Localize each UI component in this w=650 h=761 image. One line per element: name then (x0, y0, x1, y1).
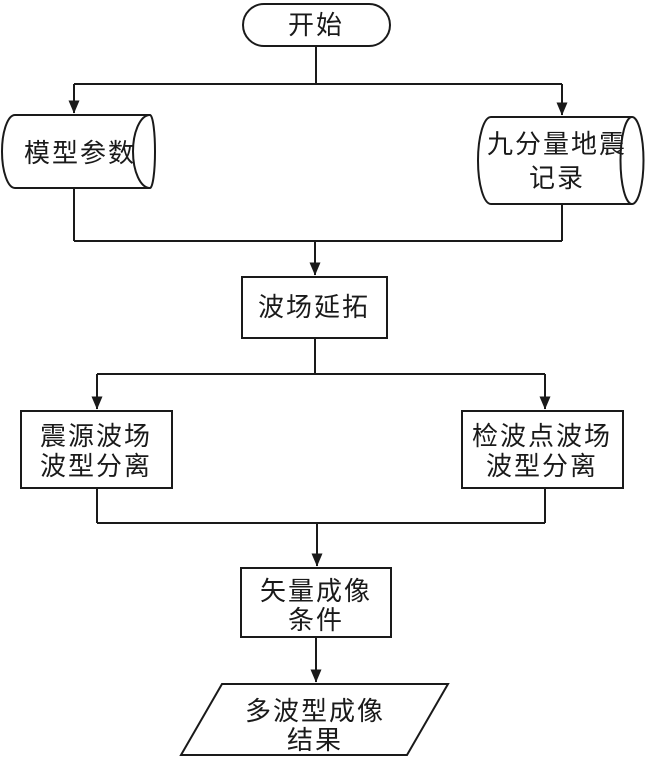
imaging-result-label-line1: 多波型成像 (245, 697, 385, 726)
imaging-result-parallelogram (179, 683, 450, 756)
nine-component-records-label-line2: 记录 (529, 164, 585, 193)
vector-imaging-condition-box (240, 567, 392, 638)
node-receiver-wavefield-separation: 检波点波场 波型分离 (461, 410, 624, 489)
nine-component-records-cylinder-cap (619, 116, 645, 205)
connector-extrapolation-branch-line (97, 338, 545, 375)
start-label: 开始 (288, 11, 344, 40)
node-vector-imaging-condition: 矢量成像 条件 (240, 567, 392, 638)
source-separation-label-line1: 震源波场 (40, 422, 152, 451)
node-wavefield-extrapolation: 波场延拓 (241, 276, 388, 339)
connector-start-to-inputs (68, 46, 568, 116)
wavefield-extrapolation-box (241, 276, 388, 339)
receiver-separation-box (461, 410, 624, 489)
nine-component-records-cylinder-body (477, 116, 632, 205)
nine-component-records-label-line1: 九分量地震 (487, 130, 627, 159)
model-parameters-cylinder-rim-arc (132, 114, 151, 189)
vector-imaging-condition-label-line2: 条件 (288, 606, 344, 635)
wavefield-extrapolation-label: 波场延拓 (258, 293, 370, 322)
source-separation-box (20, 410, 173, 489)
model-parameters-label: 模型参数 (24, 139, 136, 168)
node-multiwave-imaging-result: 多波型成像 结果 (179, 683, 450, 756)
node-model-parameters: 模型参数 (1, 114, 156, 189)
connector-inputs-merge-line (73, 188, 563, 242)
connector-separation-to-imaging-condition (96, 488, 546, 567)
receiver-separation-label-line1: 检波点波场 (472, 422, 612, 451)
connector-inputs-to-extrapolation (73, 188, 563, 276)
imaging-result-label-line2: 结果 (287, 726, 343, 755)
source-separation-label-line2: 波型分离 (40, 452, 152, 481)
start-terminator-shape (242, 3, 391, 47)
connector-start-branch-line (74, 46, 562, 85)
node-start: 开始 (242, 3, 391, 47)
connector-extrapolation-to-separation (91, 338, 551, 410)
node-source-wavefield-separation: 震源波场 波型分离 (20, 410, 173, 489)
vector-imaging-condition-label-line1: 矢量成像 (260, 577, 372, 606)
node-nine-component-records: 九分量地震 记录 (477, 116, 645, 205)
receiver-separation-label-line2: 波型分离 (486, 452, 598, 481)
connector-separation-merge-line (96, 488, 546, 524)
model-parameters-cylinder-body (1, 114, 156, 189)
